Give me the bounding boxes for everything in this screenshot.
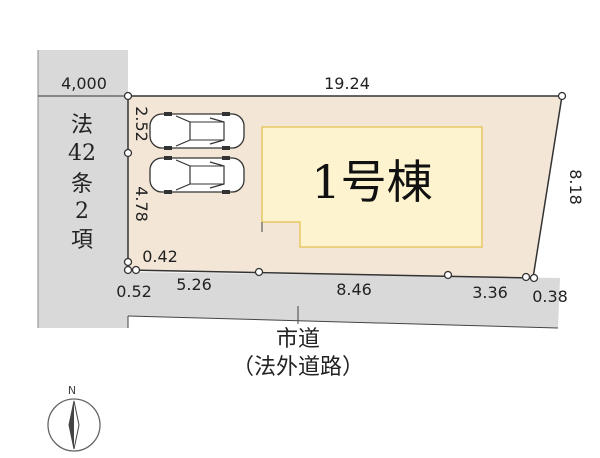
compass-label: N <box>68 384 76 397</box>
south-road <box>128 272 560 328</box>
road-west-label-char: 条 <box>71 172 93 197</box>
road-south-sublabel: （法外道路） <box>232 355 364 380</box>
survey-point <box>557 91 567 101</box>
road-edge-line <box>127 315 559 329</box>
survey-point <box>254 267 264 277</box>
survey-point <box>123 91 133 101</box>
survey-point <box>123 257 133 267</box>
west-road <box>38 50 128 328</box>
survey-point <box>123 265 133 275</box>
road-west-label-char: 42 <box>68 141 96 166</box>
dimension-corner-offset: 0.42 <box>142 247 178 266</box>
dimension-south-1: 5.26 <box>176 275 212 294</box>
survey-point <box>521 272 531 282</box>
road-south-label: 市道 <box>276 327 320 352</box>
dimension-south-2: 8.46 <box>336 280 372 299</box>
survey-point <box>529 273 539 283</box>
survey-points <box>123 91 567 283</box>
car-icon <box>149 112 245 150</box>
dimension-east: 8.18 <box>566 169 585 205</box>
car-icon <box>149 156 245 194</box>
survey-point <box>131 265 141 275</box>
north-arrow-icon: N <box>47 384 101 452</box>
survey-point <box>443 270 453 280</box>
building-label: 1号棟 <box>311 155 432 209</box>
road-west-label-char: 項 <box>71 228 93 253</box>
dimension-south-3: 3.36 <box>472 283 508 302</box>
survey-point <box>123 148 133 158</box>
dimension-corner-left: 0.52 <box>116 282 152 301</box>
road-width-label: 4,000 <box>61 74 107 93</box>
road-west-label-char: 2 <box>75 199 89 224</box>
dimension-west-lower: 4.78 <box>132 186 151 222</box>
dimension-north: 19.24 <box>324 74 370 93</box>
road-west-label-char: 法 <box>71 113 93 138</box>
dimension-corner-right: 0.38 <box>532 287 568 306</box>
dimension-west-upper: 2.52 <box>132 106 151 142</box>
